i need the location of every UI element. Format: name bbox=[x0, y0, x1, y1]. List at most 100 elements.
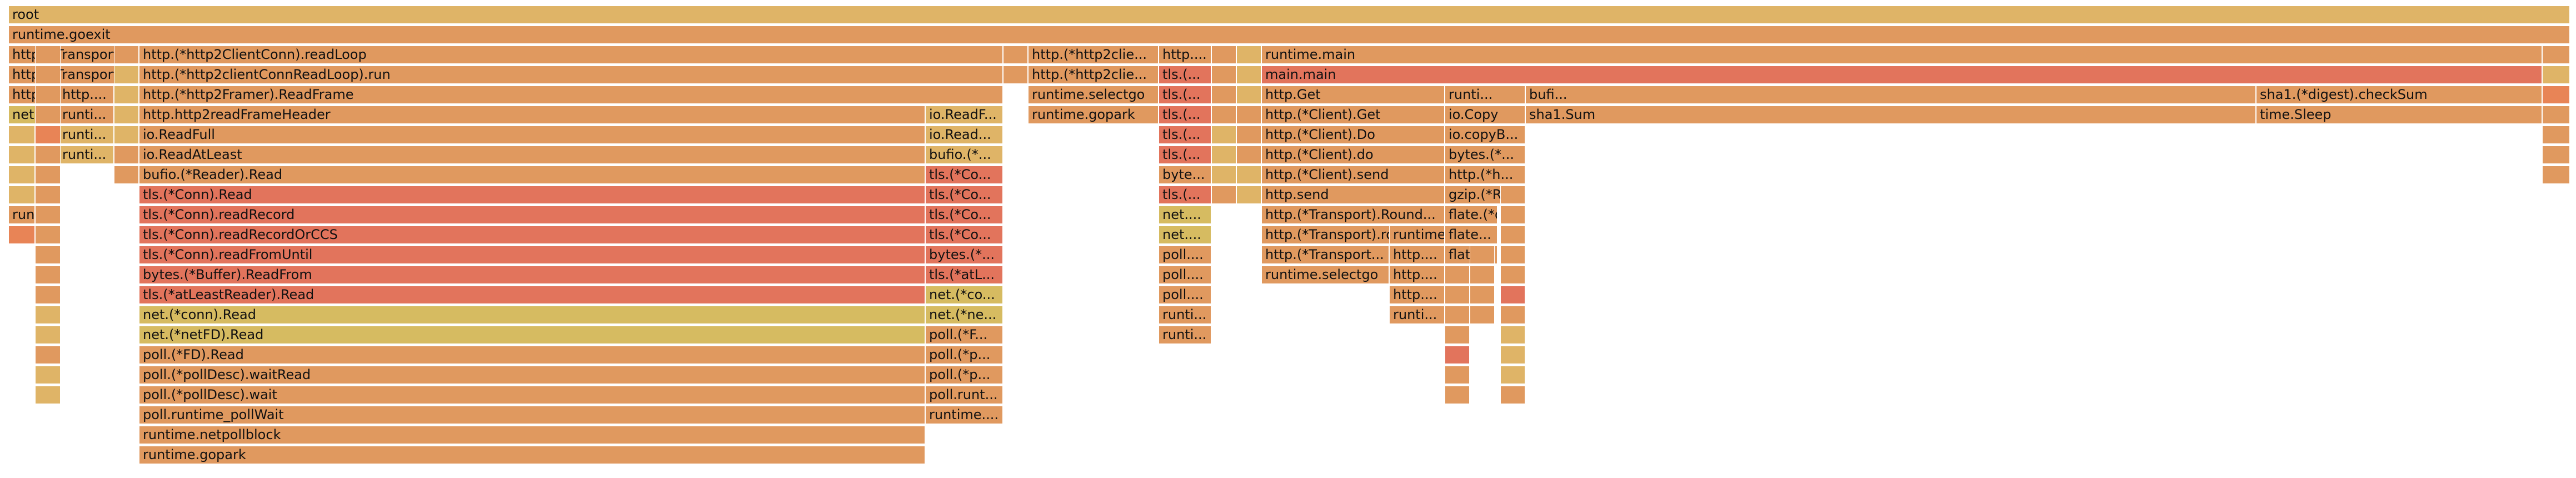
flame-frame[interactable] bbox=[1500, 246, 1525, 264]
flame-frame[interactable]: root bbox=[8, 6, 2570, 24]
flame-frame[interactable]: http.(*http2ClientConn).readLoop bbox=[139, 46, 1003, 64]
flame-frame[interactable] bbox=[1445, 346, 1470, 364]
flame-frame[interactable] bbox=[1445, 366, 1470, 384]
flame-frame[interactable]: tls.(... bbox=[1159, 186, 1211, 204]
flame-frame[interactable] bbox=[35, 366, 61, 384]
flame-frame[interactable]: bufi... bbox=[1525, 86, 2256, 104]
flame-frame[interactable] bbox=[1470, 306, 1495, 324]
flame-frame[interactable]: tls.(... bbox=[1159, 106, 1211, 124]
flame-frame[interactable]: poll.... bbox=[1159, 266, 1211, 284]
flame-frame[interactable]: net.(*ne... bbox=[925, 306, 1003, 324]
flame-frame[interactable]: net.(*co... bbox=[925, 286, 1003, 304]
flame-frame[interactable]: io.Copy bbox=[1445, 106, 1525, 124]
flame-frame[interactable] bbox=[1236, 86, 1261, 104]
flame-frame[interactable] bbox=[1211, 186, 1236, 204]
flame-frame[interactable]: bytes.(*... bbox=[1445, 146, 1525, 164]
flame-frame[interactable]: http.(*Transport... bbox=[1261, 246, 1389, 264]
flame-frame[interactable] bbox=[1500, 326, 1525, 344]
flame-frame[interactable]: io.copyB... bbox=[1445, 126, 1525, 144]
flame-frame[interactable]: poll.runtime_pollWait bbox=[139, 406, 925, 424]
flame-frame[interactable] bbox=[35, 346, 61, 364]
flame-frame[interactable]: http.(*Client).send bbox=[1261, 166, 1445, 184]
flame-frame[interactable]: http.... bbox=[1159, 46, 1211, 64]
flame-frame[interactable] bbox=[1211, 146, 1236, 164]
flame-frame[interactable]: poll.(*FD).Read bbox=[139, 346, 925, 364]
flame-frame[interactable]: byte... bbox=[1159, 166, 1211, 184]
flame-frame[interactable]: runtime.gopark bbox=[8, 206, 35, 224]
flame-frame[interactable] bbox=[1211, 126, 1236, 144]
flame-frame[interactable] bbox=[35, 286, 61, 304]
flame-frame[interactable]: http.(*http2clientConnReadLoop).run bbox=[139, 66, 1003, 84]
flame-frame[interactable]: bufio.(*... bbox=[925, 146, 1003, 164]
flame-frame[interactable]: main.main bbox=[1261, 66, 2542, 84]
flame-frame[interactable] bbox=[1211, 106, 1236, 124]
flame-frame[interactable] bbox=[2542, 66, 2570, 84]
flame-frame[interactable] bbox=[8, 226, 35, 244]
flame-frame[interactable]: runti... bbox=[1159, 326, 1211, 344]
flame-frame[interactable]: tls.(*Conn).Read bbox=[139, 186, 925, 204]
flame-frame[interactable]: http.(*http2clie... bbox=[1028, 66, 1159, 84]
flame-frame[interactable]: bytes.(*... bbox=[925, 246, 1003, 264]
flame-frame[interactable]: poll.(*pollDesc).wait bbox=[139, 386, 925, 404]
flame-frame[interactable] bbox=[8, 166, 35, 184]
flame-frame[interactable]: flate... bbox=[1445, 226, 1497, 244]
flame-frame[interactable]: tls.(*Co... bbox=[925, 186, 1003, 204]
flame-frame[interactable] bbox=[1003, 66, 1028, 84]
flame-frame[interactable]: tls.(*Co... bbox=[925, 166, 1003, 184]
flame-frame[interactable] bbox=[1236, 146, 1261, 164]
flame-frame[interactable] bbox=[2542, 106, 2570, 124]
flame-frame[interactable] bbox=[35, 326, 61, 344]
flame-frame[interactable]: tls.(*Conn).readRecord bbox=[139, 206, 925, 224]
flame-frame[interactable]: time.Sleep bbox=[2256, 106, 2542, 124]
flame-frame[interactable] bbox=[2542, 46, 2570, 64]
flame-frame[interactable]: http.(*Transport).Round... bbox=[1261, 206, 1445, 224]
flame-frame[interactable] bbox=[35, 46, 61, 64]
flame-frame[interactable] bbox=[35, 146, 61, 164]
flame-frame[interactable]: runtime.netpollblock bbox=[139, 426, 925, 444]
flame-frame[interactable]: io.ReadAtLeast bbox=[139, 146, 925, 164]
flame-frame[interactable] bbox=[1236, 66, 1261, 84]
flame-frame[interactable] bbox=[1211, 166, 1236, 184]
flame-frame[interactable]: http.... bbox=[1389, 246, 1445, 264]
flame-frame[interactable] bbox=[1211, 86, 1236, 104]
flame-frame[interactable]: tls.(*atL... bbox=[925, 266, 1003, 284]
flame-frame[interactable] bbox=[1500, 306, 1525, 324]
flame-frame[interactable]: runti... bbox=[1389, 306, 1445, 324]
flame-frame[interactable]: http.http2readFrameHeader bbox=[139, 106, 925, 124]
flame-frame[interactable] bbox=[8, 186, 35, 204]
flame-frame[interactable]: poll.... bbox=[1159, 286, 1211, 304]
flame-frame[interactable] bbox=[35, 306, 61, 324]
flame-frame[interactable] bbox=[1500, 206, 1525, 224]
flame-frame[interactable]: flate.(*d... bbox=[1445, 206, 1497, 224]
flame-frame[interactable]: tls.(... bbox=[1159, 126, 1211, 144]
flame-frame[interactable] bbox=[1445, 286, 1470, 304]
flame-frame[interactable]: bufio.(*Reader).Read bbox=[139, 166, 925, 184]
flame-frame[interactable]: runtime.gopark bbox=[1389, 226, 1445, 244]
flame-frame[interactable] bbox=[114, 106, 139, 124]
flame-frame[interactable] bbox=[1236, 166, 1261, 184]
flame-frame[interactable]: http.(*http2Framer).ReadFrame bbox=[139, 86, 1003, 104]
flame-frame[interactable]: io.ReadF... bbox=[925, 106, 1003, 124]
flame-frame[interactable]: http.Get bbox=[1261, 86, 1445, 104]
flame-frame[interactable]: poll.(*pollDesc).waitRead bbox=[139, 366, 925, 384]
flame-frame[interactable] bbox=[1236, 186, 1261, 204]
flame-frame[interactable] bbox=[2542, 86, 2570, 104]
flame-frame[interactable]: runtime.selectgo bbox=[1028, 86, 1159, 104]
flame-frame[interactable] bbox=[114, 126, 139, 144]
flame-frame[interactable] bbox=[8, 146, 35, 164]
flame-frame[interactable] bbox=[1236, 46, 1261, 64]
flame-frame[interactable] bbox=[1211, 46, 1236, 64]
flame-frame[interactable] bbox=[1500, 386, 1525, 404]
flame-frame[interactable]: runti... bbox=[1159, 306, 1211, 324]
flame-frame[interactable] bbox=[35, 246, 61, 264]
flame-frame[interactable]: http.... bbox=[58, 86, 114, 104]
flame-frame[interactable]: tls.(*Co... bbox=[925, 226, 1003, 244]
flame-frame[interactable]: tls.(*atLeastReader).Read bbox=[139, 286, 925, 304]
flame-frame[interactable]: http.... bbox=[1389, 266, 1445, 284]
flame-frame[interactable] bbox=[2542, 146, 2570, 164]
flame-frame[interactable] bbox=[1003, 46, 1028, 64]
flame-frame[interactable] bbox=[35, 226, 61, 244]
flame-frame[interactable]: runti... bbox=[58, 106, 114, 124]
flame-frame[interactable]: net.... bbox=[1159, 226, 1211, 244]
flame-frame[interactable]: bytes.(*Buffer).ReadFrom bbox=[139, 266, 925, 284]
